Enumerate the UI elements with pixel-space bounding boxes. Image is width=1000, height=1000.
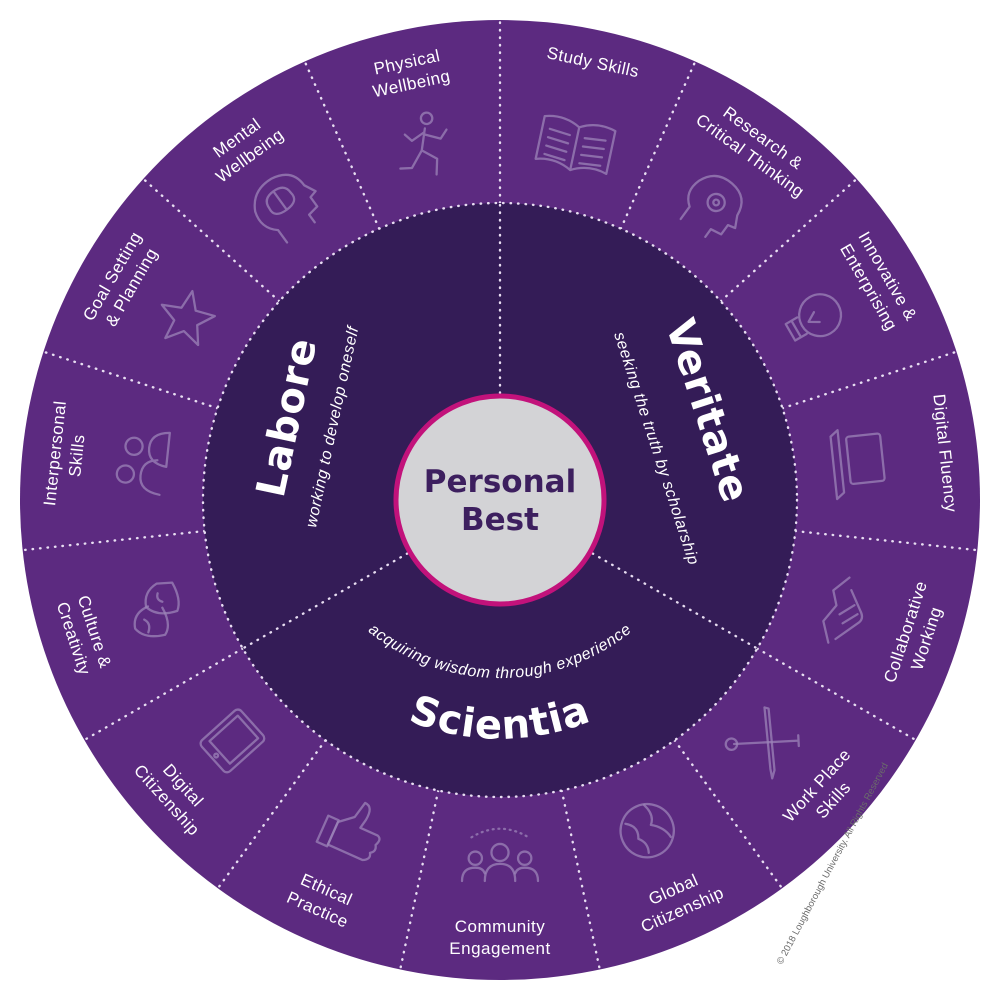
pillar-dividers [241, 201, 759, 650]
pillar-divider [591, 552, 759, 650]
segment-divider [21, 529, 206, 552]
lightbulb-icon [784, 293, 843, 342]
segment-divider [673, 739, 784, 890]
tablet-icon [199, 708, 266, 774]
segment-divider [560, 789, 601, 971]
theatre-masks-icon [133, 581, 180, 638]
brain-head-icon [253, 173, 319, 244]
center-title-line2: Best [461, 502, 539, 538]
segment-divider [781, 350, 958, 410]
handshake-icon [822, 576, 864, 644]
inner-disc-border [201, 201, 799, 799]
open-book-icon [534, 114, 617, 175]
people-talking-icon [115, 431, 171, 496]
segment-divider [794, 529, 979, 552]
segment-divider [142, 177, 281, 303]
running-person-icon [399, 111, 448, 176]
outer-ring-dividers [21, 18, 979, 971]
star-icon [160, 289, 216, 347]
head-gear-icon [679, 174, 743, 238]
segment-divider [399, 789, 440, 971]
segment-divider [216, 739, 327, 890]
segment-divider [83, 647, 244, 742]
segment-divider [42, 350, 219, 410]
segment-divider [756, 647, 917, 742]
segment-divider [619, 60, 697, 230]
segment-divider [303, 60, 381, 230]
segment-label-line: Community [455, 917, 545, 936]
laptop-icon [829, 429, 886, 501]
center-title-line1: Personal [424, 464, 576, 500]
globe-icon [619, 802, 675, 859]
people-group-icon [460, 827, 540, 883]
thumbs-up-icon [315, 801, 381, 862]
segment-label-line: Skills [65, 433, 88, 477]
center-circle [393, 393, 607, 607]
tools-icon [724, 706, 800, 780]
segment-divider [719, 177, 858, 303]
pillar-divider [241, 552, 409, 650]
segment-label-line: Engagement [449, 939, 550, 958]
